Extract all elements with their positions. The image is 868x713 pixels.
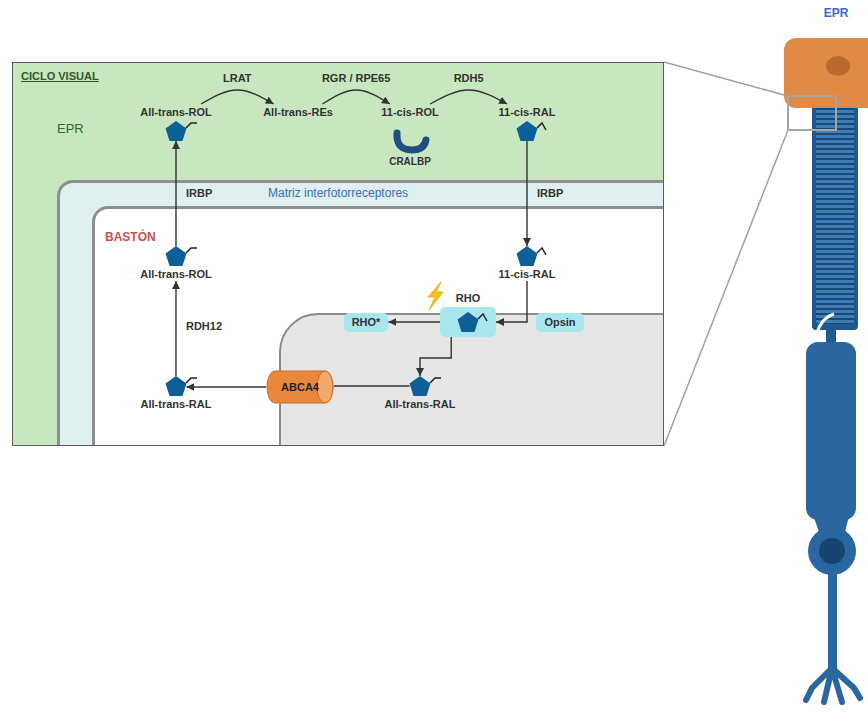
molecule-label: 11-cis-ROL <box>381 106 438 119</box>
retinoid-ring <box>517 121 538 141</box>
retinoid-ring <box>517 246 538 266</box>
inner-segment <box>806 342 856 520</box>
retinoid-tail <box>537 123 546 130</box>
disc-membrane-art <box>95 209 105 219</box>
retinoid-icon <box>446 310 490 334</box>
panel-heading: CICLO VISUAL <box>21 70 99 83</box>
enzyme-label: RGR / RPE65 <box>320 72 392 85</box>
retinoid-ring <box>166 121 187 141</box>
light-flash <box>428 282 443 310</box>
protein-label: RHO <box>456 292 480 305</box>
rod-cell-box: BASTÓN 11-cis-RAL RHO Opsin RHO* All-trans-RA… <box>92 206 664 446</box>
retinoid-ring <box>458 312 479 332</box>
visual-cycle-panel: CICLO VISUAL EPR All-trans-ROL All-trans-RE… <box>12 62 664 446</box>
rhodopsin-box <box>440 307 496 337</box>
retinoid-tail <box>537 248 546 255</box>
disc-stack <box>816 104 854 324</box>
protein-box: RHO* <box>344 313 389 332</box>
cell-label: BASTÓN <box>105 230 156 244</box>
retinoid-icon <box>154 119 198 143</box>
label-holder: EPR <box>824 6 849 20</box>
rpe-nucleus <box>826 56 850 76</box>
retinoid-tail <box>186 378 197 383</box>
protein-label: CRALBP <box>389 156 431 168</box>
retinoid-icon <box>154 244 198 268</box>
molecule-node: All-trans-RAL <box>141 374 212 411</box>
enzyme-label: RDH5 <box>452 72 486 85</box>
molecule-node: 11-cis-RAL <box>499 106 556 143</box>
retinoid-tail <box>186 123 197 128</box>
matrix-band: Matriz interfotorreceptoresBASTÓN 11-cis-… <box>57 180 664 446</box>
molecule-node: All-trans-RAL <box>385 374 456 411</box>
edge-label-holder: LRAT <box>221 72 254 85</box>
inset-frame <box>788 96 836 130</box>
enzyme-label: RDH12 <box>184 320 224 333</box>
synaptic-terminal <box>806 668 860 702</box>
cell-body <box>808 527 856 575</box>
region-label: Matriz interfotorreceptores <box>268 186 408 200</box>
molecule-node: All-trans-REs <box>263 106 333 119</box>
molecule-node: All-trans-ROL <box>140 244 212 281</box>
edge-label-holder: RGR / RPE65 <box>320 72 392 85</box>
edge-label-holder: RDH5 <box>452 72 486 85</box>
protein-box: Opsin <box>536 313 583 332</box>
retinoid-ring <box>410 376 431 396</box>
molecule-label: All-trans-REs <box>263 106 333 119</box>
molecule-node: 11-cis-ROL <box>381 106 438 119</box>
molecule-label: All-trans-RAL <box>141 398 212 411</box>
molecule-label: All-trans-ROL <box>140 106 212 119</box>
rpe-cell <box>784 38 868 108</box>
molecule-node: 11-cis-RAL <box>499 244 556 281</box>
retinoid-icon <box>505 119 549 143</box>
enzyme-label: IRBP <box>535 187 565 200</box>
nucleus <box>819 538 845 564</box>
retinoid-tail <box>478 314 487 321</box>
retinoid-icon <box>154 374 198 398</box>
protein-label: Opsin <box>544 315 575 330</box>
axon <box>828 572 837 672</box>
enzyme-label: IRBP <box>184 187 214 200</box>
outer-segment <box>812 98 858 330</box>
rhodopsin-node: RHO <box>440 292 496 337</box>
cylinder-body <box>267 371 333 403</box>
transporter-label: ABCA4 <box>266 370 334 404</box>
cylinder-end <box>317 371 333 403</box>
enzyme-label: LRAT <box>221 72 254 85</box>
molecule-label: 11-cis-RAL <box>499 268 556 281</box>
edge-label-holder: RDH12 <box>184 320 224 333</box>
region-label: EPR <box>824 6 849 20</box>
edge-label-holder: IRBP <box>184 187 214 200</box>
retinoid-ring <box>166 246 187 266</box>
protein-label: RHO* <box>352 315 381 330</box>
molecule-label: 11-cis-RAL <box>499 106 556 119</box>
cralbp-shape <box>397 133 426 150</box>
molecule-label: All-trans-RAL <box>385 398 456 411</box>
transporter-node: ABCA4 <box>266 370 334 404</box>
retinoid-ring <box>166 376 187 396</box>
zoom-line <box>664 130 788 446</box>
retinoid-icon <box>398 374 442 398</box>
cralbp-symbol <box>390 128 430 156</box>
zoom-line <box>664 62 788 96</box>
protein-node: CRALBP <box>389 128 431 168</box>
region-label: EPR <box>57 121 84 136</box>
retinoid-icon <box>505 244 549 268</box>
edge-label-holder: IRBP <box>535 187 565 200</box>
retinoid-tail <box>186 248 197 253</box>
retinoid-tail <box>430 378 441 383</box>
molecule-label: All-trans-ROL <box>140 268 212 281</box>
molecule-node: All-trans-ROL <box>140 106 212 143</box>
